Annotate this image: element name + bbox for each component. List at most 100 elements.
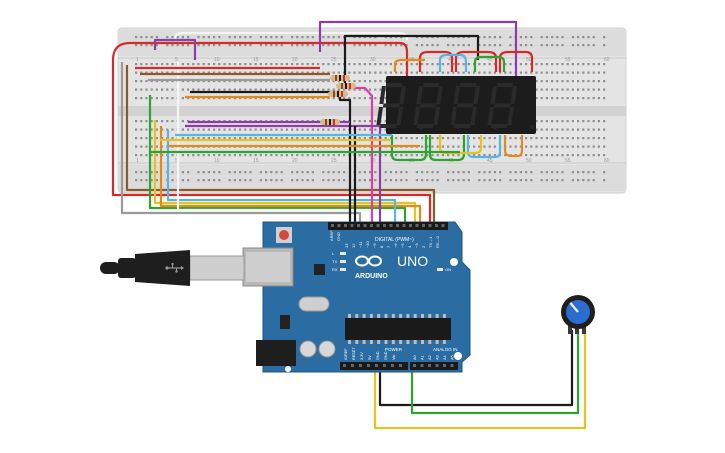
- breadboard-hole[interactable]: [301, 88, 304, 91]
- breadboard-hole[interactable]: [400, 44, 403, 47]
- header-pin[interactable]: [450, 364, 454, 367]
- breadboard-hole[interactable]: [150, 71, 153, 74]
- breadboard-hole[interactable]: [233, 44, 236, 47]
- breadboard-hole[interactable]: [280, 44, 283, 47]
- breadboard-hole[interactable]: [353, 63, 356, 66]
- breadboard-hole[interactable]: [223, 154, 226, 157]
- breadboard-hole[interactable]: [301, 128, 304, 131]
- breadboard-hole[interactable]: [379, 88, 382, 91]
- breadboard-hole[interactable]: [181, 128, 184, 131]
- breadboard-hole[interactable]: [441, 154, 444, 157]
- header-pin[interactable]: [350, 224, 354, 227]
- breadboard-hole[interactable]: [233, 63, 236, 66]
- breadboard-hole[interactable]: [509, 36, 512, 39]
- breadboard-hole[interactable]: [363, 88, 366, 91]
- breadboard-hole[interactable]: [197, 63, 200, 66]
- breadboard-hole[interactable]: [207, 36, 210, 39]
- breadboard-hole[interactable]: [259, 71, 262, 74]
- breadboard-hole[interactable]: [197, 154, 200, 157]
- breadboard-hole[interactable]: [187, 154, 190, 157]
- breadboard-hole[interactable]: [597, 128, 600, 131]
- breadboard-hole[interactable]: [577, 36, 580, 39]
- breadboard-hole[interactable]: [202, 44, 205, 47]
- breadboard-hole[interactable]: [337, 36, 340, 39]
- breadboard-hole[interactable]: [540, 154, 543, 157]
- breadboard-hole[interactable]: [395, 154, 398, 157]
- breadboard-hole[interactable]: [556, 179, 559, 182]
- breadboard-hole[interactable]: [337, 179, 340, 182]
- breadboard-hole[interactable]: [343, 97, 346, 100]
- breadboard-hole[interactable]: [150, 128, 153, 131]
- breadboard-hole[interactable]: [441, 145, 444, 148]
- breadboard-hole[interactable]: [447, 154, 450, 157]
- breadboard-hole[interactable]: [332, 128, 335, 131]
- breadboard-hole[interactable]: [431, 71, 434, 74]
- header-pin[interactable]: [415, 224, 419, 227]
- breadboard-hole[interactable]: [587, 171, 590, 174]
- breadboard-hole[interactable]: [306, 179, 309, 182]
- breadboard-hole[interactable]: [275, 154, 278, 157]
- breadboard-hole[interactable]: [291, 36, 294, 39]
- seven-segment-display[interactable]: [376, 76, 536, 134]
- breadboard-hole[interactable]: [358, 80, 361, 83]
- breadboard-hole[interactable]: [145, 154, 148, 157]
- breadboard-hole[interactable]: [275, 128, 278, 131]
- breadboard-hole[interactable]: [488, 44, 491, 47]
- breadboard-hole[interactable]: [155, 63, 158, 66]
- breadboard-hole[interactable]: [332, 80, 335, 83]
- breadboard-hole[interactable]: [207, 137, 210, 140]
- breadboard-hole[interactable]: [592, 88, 595, 91]
- breadboard-hole[interactable]: [213, 154, 216, 157]
- breadboard-hole[interactable]: [483, 36, 486, 39]
- breadboard-hole[interactable]: [259, 128, 262, 131]
- breadboard-hole[interactable]: [332, 179, 335, 182]
- breadboard-hole[interactable]: [587, 145, 590, 148]
- breadboard-hole[interactable]: [509, 171, 512, 174]
- breadboard-hole[interactable]: [233, 128, 236, 131]
- breadboard-hole[interactable]: [363, 179, 366, 182]
- breadboard-hole[interactable]: [561, 128, 564, 131]
- breadboard-hole[interactable]: [571, 179, 574, 182]
- breadboard-hole[interactable]: [322, 71, 325, 74]
- breadboard-hole[interactable]: [187, 71, 190, 74]
- breadboard-hole[interactable]: [421, 171, 424, 174]
- header-pin[interactable]: [402, 224, 406, 227]
- breadboard-hole[interactable]: [540, 63, 543, 66]
- breadboard-hole[interactable]: [337, 154, 340, 157]
- breadboard-hole[interactable]: [519, 36, 522, 39]
- breadboard-hole[interactable]: [441, 137, 444, 140]
- breadboard-hole[interactable]: [587, 97, 590, 100]
- breadboard-hole[interactable]: [317, 137, 320, 140]
- breadboard-hole[interactable]: [405, 137, 408, 140]
- breadboard-hole[interactable]: [213, 71, 216, 74]
- breadboard-hole[interactable]: [311, 154, 314, 157]
- breadboard-hole[interactable]: [192, 63, 195, 66]
- header-pin[interactable]: [409, 224, 412, 227]
- breadboard-hole[interactable]: [431, 179, 434, 182]
- breadboard-hole[interactable]: [447, 63, 450, 66]
- breadboard-hole[interactable]: [239, 63, 242, 66]
- breadboard-hole[interactable]: [285, 71, 288, 74]
- breadboard-hole[interactable]: [327, 36, 330, 39]
- breadboard-hole[interactable]: [275, 171, 278, 174]
- breadboard-hole[interactable]: [363, 71, 366, 74]
- breadboard-hole[interactable]: [332, 88, 335, 91]
- breadboard-hole[interactable]: [254, 128, 257, 131]
- breadboard-hole[interactable]: [249, 63, 252, 66]
- breadboard-hole[interactable]: [244, 128, 247, 131]
- breadboard-hole[interactable]: [233, 137, 236, 140]
- breadboard-hole[interactable]: [135, 97, 138, 100]
- breadboard-hole[interactable]: [244, 154, 247, 157]
- breadboard-hole[interactable]: [363, 80, 366, 83]
- breadboard-hole[interactable]: [228, 63, 231, 66]
- header-pin[interactable]: [413, 364, 416, 367]
- breadboard-hole[interactable]: [135, 120, 138, 123]
- breadboard-hole[interactable]: [389, 154, 392, 157]
- breadboard-hole[interactable]: [447, 171, 450, 174]
- breadboard-hole[interactable]: [317, 71, 320, 74]
- breadboard-hole[interactable]: [603, 88, 606, 91]
- breadboard-hole[interactable]: [249, 179, 252, 182]
- breadboard-hole[interactable]: [597, 80, 600, 83]
- breadboard-hole[interactable]: [285, 88, 288, 91]
- breadboard-hole[interactable]: [181, 97, 184, 100]
